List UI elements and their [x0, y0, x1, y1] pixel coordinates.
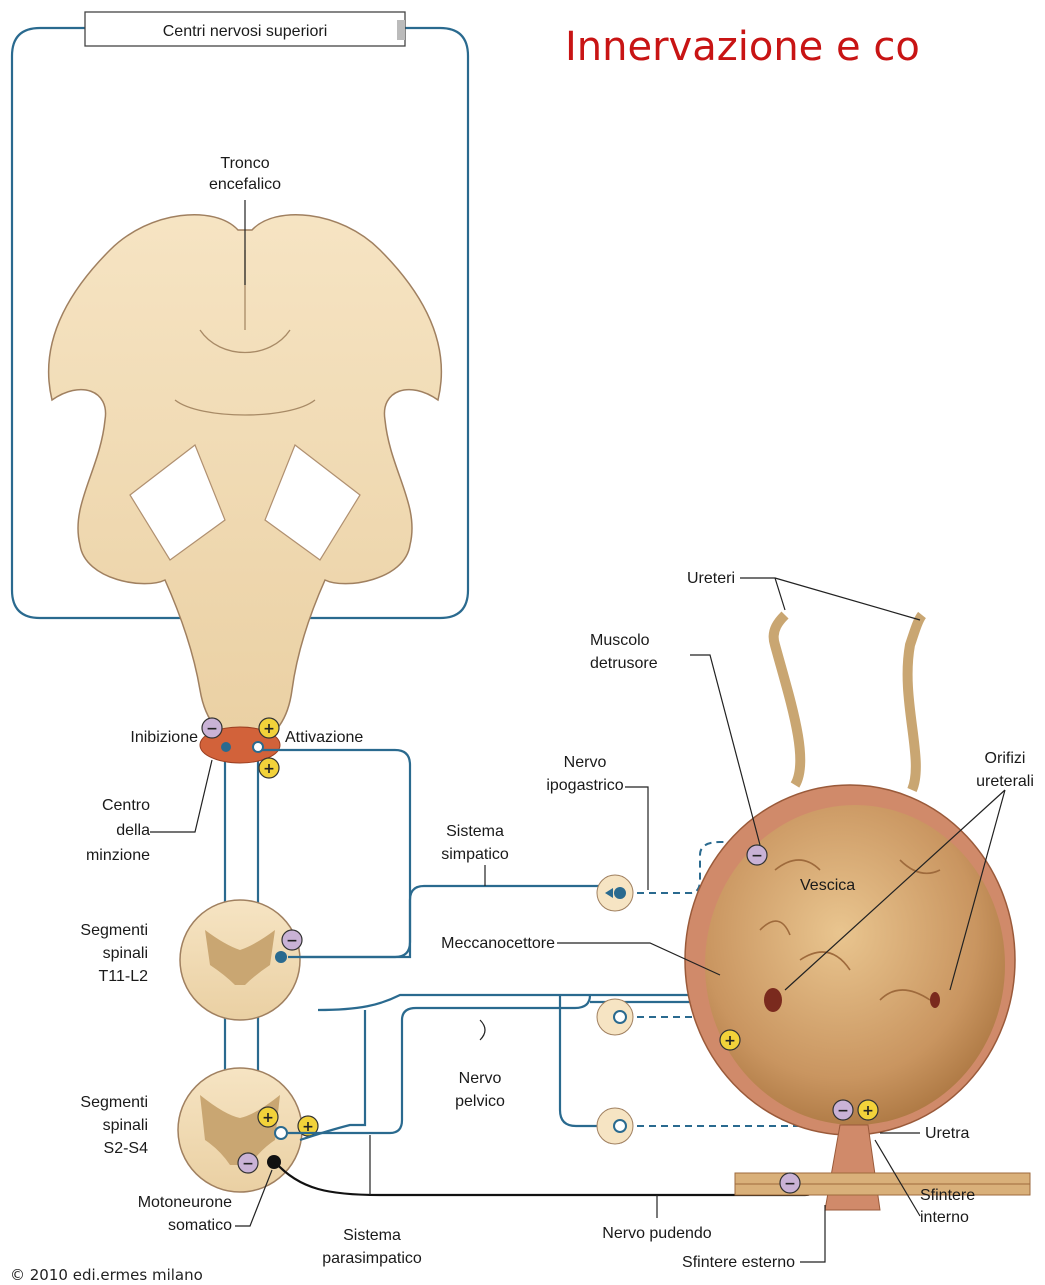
- micturition-label-2: della: [116, 822, 150, 839]
- svg-text:−: −: [784, 1176, 796, 1192]
- svg-text:−: −: [837, 1103, 849, 1119]
- internal-sphincter-label-2: interno: [920, 1209, 969, 1226]
- ureters-label: Ureteri: [687, 570, 735, 587]
- sympathetic-label-2: simpatico: [441, 846, 509, 863]
- detrusor-label-1: Muscolo: [590, 632, 650, 649]
- slide-title: Innervazione e co: [565, 24, 920, 70]
- bladder: − + − + Vescica: [685, 615, 1015, 1210]
- mechanoreceptor-label: Meccanocettore: [441, 935, 555, 952]
- bladder-label: Vescica: [800, 877, 855, 894]
- copyright-text: © 2010 edi.ermes milano: [10, 1266, 203, 1284]
- spinal-s-label-1: Segmenti: [80, 1094, 148, 1111]
- activation-label: Attivazione: [285, 729, 363, 746]
- hypogastric-label-1: Nervo: [564, 754, 607, 771]
- spinal-s-label-2: spinali: [103, 1117, 148, 1134]
- detrusor-label-2: detrusore: [590, 655, 658, 672]
- svg-text:+: +: [262, 1110, 274, 1126]
- inhibition-label: Inibizione: [130, 729, 198, 746]
- motoneuron-label-1: Motoneurone: [138, 1194, 232, 1211]
- urethra-label: Uretra: [925, 1125, 970, 1142]
- brainstem-label-2: encefalico: [209, 176, 281, 193]
- spinal-t-label-3: T11-L2: [98, 968, 148, 985]
- external-sphincter-label: Sfintere esterno: [682, 1254, 795, 1271]
- brainstem-label-1: Tronco: [220, 155, 269, 172]
- svg-text:−: −: [751, 848, 763, 864]
- spinal-s-label-3: S2-S4: [104, 1140, 149, 1157]
- svg-text:−: −: [286, 933, 298, 949]
- svg-text:−: −: [242, 1156, 254, 1172]
- parasympathetic-label-1: Sistema: [343, 1227, 401, 1244]
- spinal-segment-s2-s4: − + + Segmenti spinali S2-S4 Motoneurone…: [80, 1068, 318, 1234]
- brainstem: Tronco encefalico: [49, 155, 442, 745]
- spinal-t-label-1: Segmenti: [80, 922, 148, 939]
- ureteral-orifices-label-1: Orifizi: [985, 750, 1026, 767]
- svg-text:+: +: [263, 761, 275, 777]
- external-sphincter: −: [735, 1173, 1030, 1195]
- micturition-label-1: Centro: [102, 797, 150, 814]
- ureteral-orifices-label-2: ureterali: [976, 773, 1034, 790]
- hypogastric-label-2: ipogastrico: [546, 777, 623, 794]
- motoneuron-label-2: somatico: [168, 1217, 232, 1234]
- higher-centers-label: Centri nervosi superiori: [163, 23, 328, 40]
- parasympathetic-label-2: parasimpatico: [322, 1250, 422, 1267]
- pelvic-label-2: pelvico: [455, 1093, 505, 1110]
- spinal-segment-t11-l2: − Segmenti spinali T11-L2: [80, 900, 302, 1020]
- svg-text:−: −: [206, 721, 218, 737]
- spinal-t-label-2: spinali: [103, 945, 148, 962]
- pelvic-label-1: Nervo: [459, 1070, 502, 1087]
- svg-text:+: +: [263, 721, 275, 737]
- svg-text:+: +: [862, 1103, 874, 1119]
- micturition-label-3: minzione: [86, 847, 150, 864]
- svg-text:+: +: [724, 1033, 736, 1049]
- pudendal-label: Nervo pudendo: [602, 1225, 712, 1242]
- internal-sphincter-label-1: Sfintere: [920, 1187, 975, 1204]
- sympathetic-label-1: Sistema: [446, 823, 504, 840]
